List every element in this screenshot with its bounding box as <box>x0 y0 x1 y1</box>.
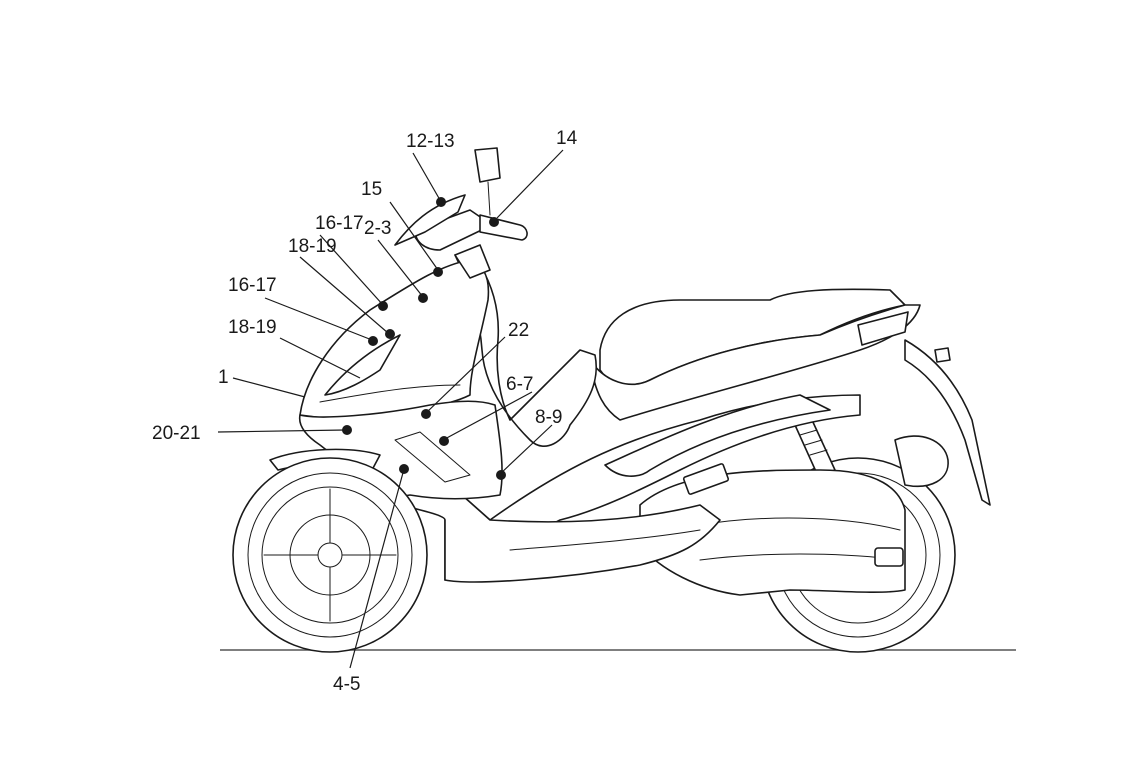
callout-dot-11 <box>489 217 499 227</box>
callout-label-14: 16-17 <box>315 213 364 234</box>
callout-label-16-17: 16-17 <box>228 275 277 296</box>
rear-light <box>934 347 951 363</box>
callout-label-11: 14 <box>556 128 578 149</box>
callout-label-12-13: 15 <box>361 179 382 200</box>
rear-shock <box>794 419 836 477</box>
callout-labels: 12-13 14 15 16-17 2-3 18-19 16-17 18-19 … <box>152 128 578 695</box>
vent <box>682 463 730 495</box>
callout-dot-22 <box>421 409 431 419</box>
callout-dot-8-9 <box>496 470 506 480</box>
scooter-illustration <box>232 147 991 653</box>
callout-dot-10 <box>436 197 446 207</box>
rear-body-panel <box>589 304 921 421</box>
callout-dot-14 <box>378 301 388 311</box>
callout-label-18-19: 18-19 <box>228 317 277 338</box>
callout-label-22: 22 <box>508 320 529 341</box>
callout-dot-4-5 <box>399 464 409 474</box>
engine-swingarm <box>639 469 906 596</box>
callout-label-8-9: 8-9 <box>535 407 562 428</box>
callout-dot-2-3 <box>418 293 428 303</box>
callout-dot-12-13 <box>433 267 443 277</box>
callout-label-4-5: 4-5 <box>333 674 360 695</box>
callout-dot-15 <box>385 329 395 339</box>
windscreen <box>394 194 466 246</box>
headlight <box>324 334 401 396</box>
steering-column <box>454 244 491 279</box>
callout-leaders <box>217 149 564 669</box>
callout-label-1: 1 <box>218 367 229 388</box>
side-cover <box>604 394 831 477</box>
handlebar-grip <box>479 214 528 241</box>
exhaust <box>894 435 949 487</box>
mirror <box>474 147 501 183</box>
callout-dot-20-21 <box>342 425 352 435</box>
callout-label-6-7: 6-7 <box>506 374 533 395</box>
front-wheel <box>232 457 428 653</box>
callout-label-20-21: 20-21 <box>152 423 201 444</box>
rear-mudguard <box>904 339 991 506</box>
callout-label-10: 12-13 <box>406 131 455 152</box>
callout-label-2-3: 2-3 <box>364 218 391 239</box>
front-legshield <box>454 254 597 447</box>
callout-dot-6-7 <box>439 436 449 446</box>
callout-dot-16-17 <box>368 336 378 346</box>
callout-dots <box>342 197 506 480</box>
main-body <box>444 394 861 581</box>
side-panel-lower <box>379 479 721 583</box>
tail-light <box>857 311 909 346</box>
callout-label-15: 18-19 <box>288 236 337 257</box>
